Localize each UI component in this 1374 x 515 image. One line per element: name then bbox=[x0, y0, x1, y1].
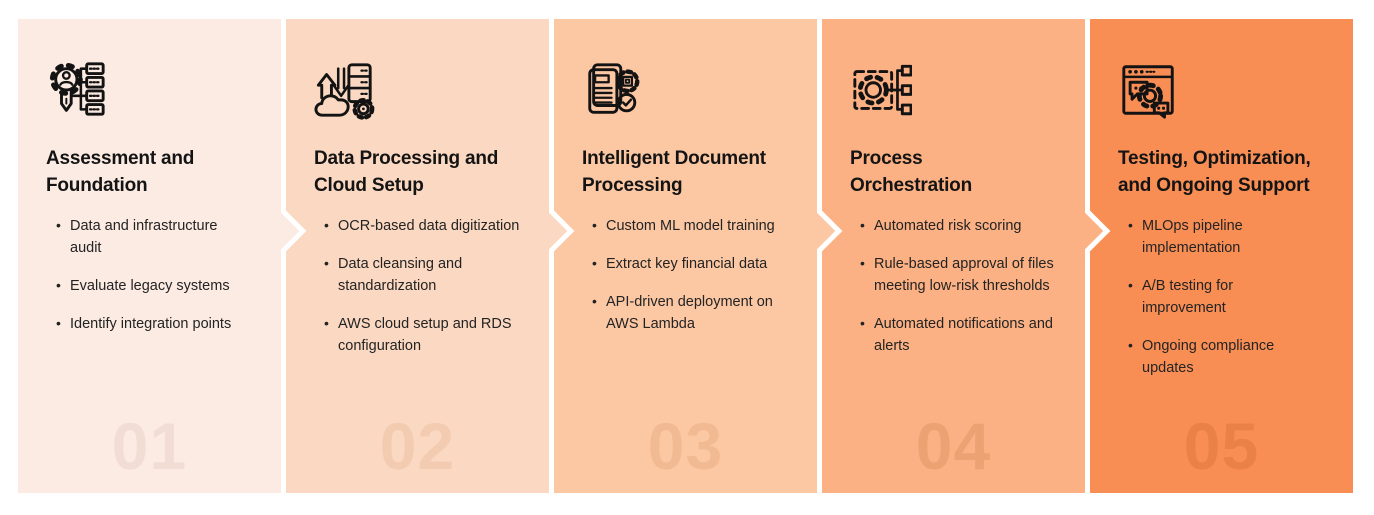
intelligent-document-icon bbox=[582, 59, 644, 121]
step-panel-01: Assessment and Foundation Data and infra… bbox=[18, 19, 307, 493]
step-number-watermark: 02 bbox=[379, 409, 456, 483]
step-bullet: MLOps pipeline implementation bbox=[1128, 214, 1347, 259]
step-bullet: Ongoing compliance updates bbox=[1128, 334, 1347, 379]
step-bullet-list: MLOps pipeline implementationA/B testing… bbox=[1128, 214, 1347, 379]
step-title: Process Orchestration bbox=[850, 148, 972, 196]
step-title: Intelligent Document Processing bbox=[582, 148, 766, 196]
step-number-watermark: 03 bbox=[647, 409, 724, 483]
step-bullet: Data cleansing and standardization bbox=[324, 252, 543, 297]
step-bullet: A/B testing for improvement bbox=[1128, 274, 1347, 319]
step-bullet: Automated notifications and alerts bbox=[860, 312, 1079, 357]
step-panel-03: Intelligent Document Processing Custom M… bbox=[554, 19, 843, 493]
support-window-icon bbox=[1118, 59, 1180, 121]
step-number-watermark: 01 bbox=[111, 409, 188, 483]
step-number-watermark: 04 bbox=[915, 409, 992, 483]
step-number-watermark: 05 bbox=[1183, 409, 1260, 483]
step-bullet-list: OCR-based data digitizationData cleansin… bbox=[324, 214, 543, 357]
step-bullet: Custom ML model training bbox=[592, 214, 811, 237]
step-bullet-list: Data and infrastructure auditEvaluate le… bbox=[56, 214, 275, 335]
step-panel-02: Data Processing and Cloud Setup OCR-base… bbox=[286, 19, 575, 493]
step-bullet: Rule-based approval of files meeting low… bbox=[860, 252, 1079, 297]
audit-gear-servers-icon bbox=[46, 59, 108, 121]
step-bullet-list: Custom ML model trainingExtract key fina… bbox=[592, 214, 811, 335]
step-bullet: Automated risk scoring bbox=[860, 214, 1079, 237]
step-bullet: API-driven deployment on AWS Lambda bbox=[592, 290, 811, 335]
step-bullet: OCR-based data digitization bbox=[324, 214, 543, 237]
step-panel-04: Process Orchestration Automated risk sco… bbox=[822, 19, 1111, 493]
step-title: Data Processing and Cloud Setup bbox=[314, 148, 499, 196]
step-bullet: Evaluate legacy systems bbox=[56, 274, 275, 297]
step-bullet: Data and infrastructure audit bbox=[56, 214, 275, 259]
step-bullet: Identify integration points bbox=[56, 312, 275, 335]
step-panel-05: Testing, Optimization, and Ongoing Suppo… bbox=[1090, 19, 1353, 493]
step-bullet: Extract key financial data bbox=[592, 252, 811, 275]
step-bullet-list: Automated risk scoringRule-based approva… bbox=[860, 214, 1079, 357]
process-orchestration-icon bbox=[850, 59, 912, 121]
step-title: Assessment and Foundation bbox=[46, 148, 195, 196]
step-title: Testing, Optimization, and Ongoing Suppo… bbox=[1118, 148, 1311, 196]
cloud-data-migration-icon bbox=[314, 59, 376, 121]
step-bullet: AWS cloud setup and RDS configuration bbox=[324, 312, 543, 357]
process-board: Assessment and Foundation Data and infra… bbox=[18, 19, 1353, 493]
